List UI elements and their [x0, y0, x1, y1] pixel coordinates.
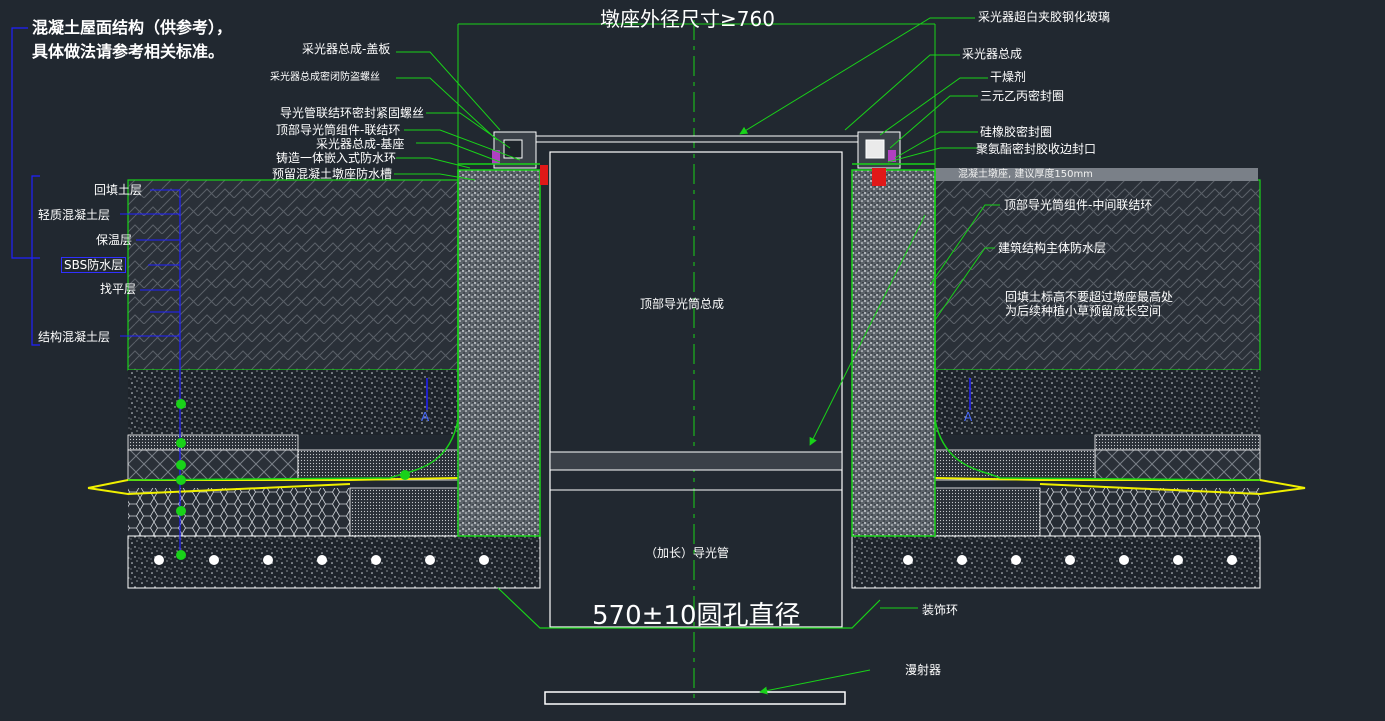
- light-tube: [549, 151, 843, 628]
- right-lightweight-concrete: [935, 370, 1260, 435]
- callout-cover: 采光器总成-盖板: [302, 42, 391, 56]
- extended-tube-label: （加长）导光管: [645, 546, 730, 560]
- right-pier-cap: [935, 168, 1258, 181]
- left-honeycomb: [128, 488, 350, 536]
- callout-anti-theft-screw: 采光器总成密闭防盗螺丝: [270, 72, 380, 83]
- right-membrane-fill: [934, 449, 1096, 481]
- top-dimension-label: 墩座外径尺寸≥760: [600, 7, 775, 31]
- right-screed-block: [1094, 434, 1261, 451]
- layer-label-light-concrete: 轻质混凝土层: [38, 208, 111, 222]
- left-seal-red: [540, 165, 548, 185]
- right-seal-purple: [888, 150, 896, 162]
- lower-ring-band: [549, 469, 843, 491]
- section-mark-right: A: [964, 410, 973, 424]
- layer-label-structure: 结构混凝土层: [38, 330, 111, 344]
- right-backfill-soil: [934, 179, 1261, 371]
- left-concrete-pier: [457, 169, 541, 537]
- layer-bracket: [11, 27, 181, 560]
- main-waterproof-note: 建筑结构主体防水层: [998, 241, 1107, 255]
- callout-ring-screw: 导光管联结环密封紧固螺丝: [280, 106, 425, 120]
- callout-desiccant: 干燥剂: [990, 70, 1027, 84]
- layer-ticks: [120, 189, 180, 337]
- right-desiccant: [865, 139, 885, 159]
- callout-waterproof-ring: 铸造一体嵌入式防水环: [276, 151, 397, 165]
- middle-ring-band: [549, 451, 843, 471]
- left-grey-block: [349, 487, 459, 537]
- layer-label-screed: 找平层: [100, 282, 137, 296]
- section-mark-left: A: [421, 410, 430, 424]
- diffuser-label: 漫射器: [905, 663, 942, 677]
- left-screed-block: [127, 434, 299, 451]
- callout-pu-sealant: 聚氨酯密封胶收边封口: [976, 142, 1097, 156]
- callout-connect-ring: 顶部导光筒组件-联结环: [276, 123, 401, 137]
- skylight-glass: [529, 135, 861, 143]
- layer-label-insulation: 保温层: [96, 233, 133, 247]
- callout-glass: 采光器超白夹胶钢化玻璃: [978, 10, 1111, 24]
- structure-waterproof-line: [127, 163, 1261, 481]
- right-insulation: [1094, 449, 1261, 481]
- right-leaders: [739, 17, 1000, 695]
- decor-ring: [497, 587, 881, 629]
- callout-pier-groove: 预留混凝土墩座防水槽: [272, 167, 393, 181]
- right-honeycomb: [1040, 488, 1260, 536]
- structure-note: 混凝土屋面结构（供参考）， 具体做法请参考相关标准。: [32, 18, 233, 61]
- right-roof-layers: [851, 168, 1261, 589]
- callout-collector-base: 采光器总成-基座: [316, 137, 405, 151]
- slab-holes: [154, 555, 1237, 565]
- trim-ring-label: 装饰环: [922, 603, 959, 617]
- soil-note: 回填土标高不要超过墩座最高处 为后续种植小草预留成长空间: [1005, 290, 1174, 318]
- right-structure-slab: [851, 535, 1261, 589]
- left-seal-purple: [492, 150, 500, 164]
- diffuser: [544, 691, 846, 705]
- layer-label-backfill: 回填土层: [94, 183, 143, 197]
- callout-epdm-seal: 三元乙丙密封圈: [980, 89, 1065, 103]
- layer-label-sbs: SBS防水层: [60, 257, 127, 273]
- left-roof-layers: [127, 179, 541, 589]
- right-seal-red: [872, 168, 886, 186]
- hole-dimension-label: 570±10圆孔直径: [592, 601, 801, 631]
- left-desiccant: [503, 139, 523, 159]
- right-concrete-pier: [851, 169, 936, 537]
- top-tube-label: 顶部导光筒总成: [640, 297, 725, 311]
- pier-note: 混凝土墩座, 建议厚度150mm: [958, 169, 1093, 180]
- middle-ring-note: 顶部导光筒组件-中间联结环: [1004, 198, 1153, 212]
- callout-silicone-seal: 硅橡胶密封圈: [980, 125, 1053, 139]
- left-insulation: [127, 449, 299, 481]
- left-structure-slab: [127, 535, 541, 589]
- left-backfill-soil: [127, 179, 459, 371]
- left-membrane-fill: [297, 449, 459, 481]
- layer-markers: [176, 399, 410, 560]
- right-grey-block: [934, 487, 1041, 537]
- left-leaders: [394, 51, 521, 181]
- callout-collector: 采光器总成: [962, 47, 1023, 61]
